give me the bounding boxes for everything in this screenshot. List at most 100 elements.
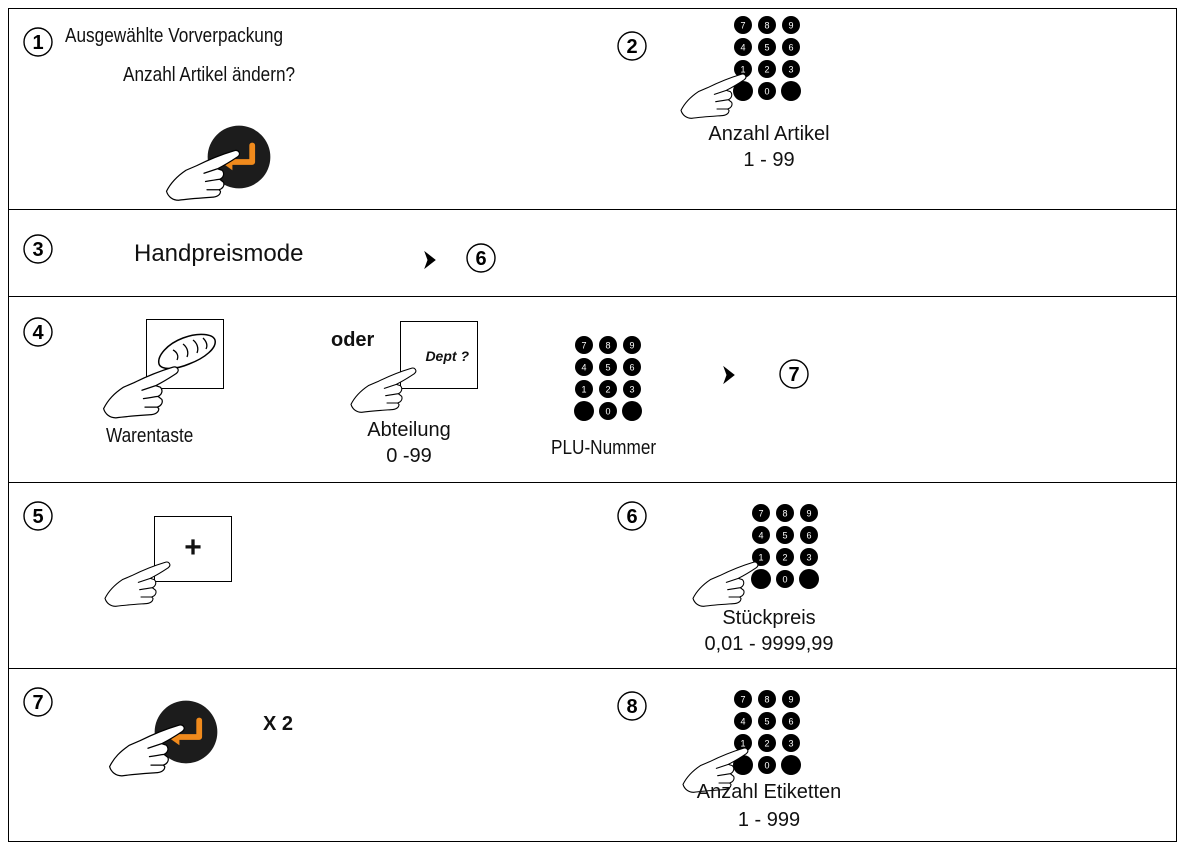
row-step-1: 1 Ausgewählte Vorverpackung Anzahl Artik…: [8, 8, 1177, 209]
keypad-key-5[interactable]: [758, 38, 776, 56]
keypad-blank-key[interactable]: [733, 81, 753, 101]
product-key[interactable]: [146, 319, 224, 389]
step-number-4: 4: [23, 317, 53, 347]
keypad-key-9[interactable]: [782, 690, 800, 708]
department-label: Abteilung: [367, 419, 451, 441]
keypad-key-7[interactable]: [575, 336, 593, 354]
hand-pointer-icon: [108, 724, 185, 777]
keypad-key-7[interactable]: [734, 690, 752, 708]
keypad-key-9[interactable]: [623, 336, 641, 354]
keypad-key-3[interactable]: [782, 60, 800, 78]
keypad-key-label: 0: [605, 407, 610, 417]
keypad-key-1[interactable]: [734, 734, 752, 752]
keypad-label: Anzahl Etiketten: [696, 781, 842, 803]
row-step-3: 3 Handpreismode 6: [8, 209, 1177, 296]
goto-step-6: 6: [466, 243, 496, 273]
plus-key[interactable]: +: [154, 516, 232, 582]
keypad-blank-key[interactable]: [799, 569, 819, 589]
keypad-key-label: 2: [764, 65, 769, 75]
department-range: 0 -99: [386, 445, 432, 467]
keypad-key-2[interactable]: [599, 380, 617, 398]
keypad-key-8[interactable]: [776, 504, 794, 522]
keypad-key-label: 1: [758, 553, 763, 563]
keypad-key-label: 3: [788, 65, 793, 75]
hand-pointer-icon: [692, 561, 759, 607]
keypad-key-8[interactable]: [599, 336, 617, 354]
keypad-key-5[interactable]: [599, 358, 617, 376]
keypad-key-6[interactable]: [782, 38, 800, 56]
keypad-key-2[interactable]: [776, 548, 794, 566]
keypad-key-6[interactable]: [623, 358, 641, 376]
keypad-key-label: 2: [782, 553, 787, 563]
keypad-key-label: 9: [806, 509, 811, 519]
keypad-key-8[interactable]: [758, 16, 776, 34]
keypad-key-1[interactable]: [752, 548, 770, 566]
keypad-key-5[interactable]: [758, 712, 776, 730]
step-number-8: 8: [617, 691, 647, 721]
keypad-key-label: 0: [764, 87, 769, 97]
keypad-blank-key[interactable]: [781, 755, 801, 775]
keypad-key-0[interactable]: [758, 82, 776, 100]
keypad-label: Stückpreis: [722, 607, 816, 629]
keypad-key-7[interactable]: [752, 504, 770, 522]
keypad-key-1[interactable]: [575, 380, 593, 398]
keypad-key-label: 9: [629, 341, 634, 351]
keypad-key-3[interactable]: [623, 380, 641, 398]
keypad-blank-key[interactable]: [574, 401, 594, 421]
keypad-key-label: 0: [782, 575, 787, 585]
keypad-key-0[interactable]: [758, 756, 776, 774]
keypad-key-label: 1: [740, 65, 745, 75]
step-number-7: 7: [23, 687, 53, 717]
repeat-count: X 2: [263, 713, 294, 735]
keypad-key-2[interactable]: [758, 734, 776, 752]
keypad-key-label: 0: [764, 761, 769, 771]
keypad-key-5[interactable]: [776, 526, 794, 544]
keypad-blank-key[interactable]: [622, 401, 642, 421]
keypad-key-label: 8: [764, 695, 769, 705]
keypad-blank-key[interactable]: [751, 569, 771, 589]
step-number-6: 6: [617, 501, 647, 531]
arrow-right-icon: [424, 250, 436, 270]
hand-pointer-icon: [165, 149, 241, 201]
svg-text:4: 4: [32, 322, 44, 344]
keypad-key-2[interactable]: [758, 60, 776, 78]
department-key[interactable]: Dept ?: [400, 321, 478, 389]
keypad-key-4[interactable]: [734, 712, 752, 730]
plu-label: PLU-Nummer: [551, 437, 657, 459]
keypad-blank-key[interactable]: [781, 81, 801, 101]
keypad-key-label: 8: [782, 509, 787, 519]
svg-text:7: 7: [32, 692, 43, 714]
keypad-key-label: 7: [740, 21, 745, 31]
prompt-line-2: Anzahl Artikel ändern?: [123, 64, 296, 86]
keypad-key-label: 6: [788, 43, 793, 53]
mode-title: Handpreismode: [134, 240, 304, 267]
keypad-blank-key[interactable]: [733, 755, 753, 775]
keypad-key-4[interactable]: [734, 38, 752, 56]
keypad-key-6[interactable]: [782, 712, 800, 730]
keypad-key-0[interactable]: [776, 570, 794, 588]
hand-pointer-icon: [350, 367, 417, 413]
keypad-key-label: 4: [758, 531, 763, 541]
keypad-key-1[interactable]: [734, 60, 752, 78]
keypad-key-3[interactable]: [800, 548, 818, 566]
keypad-key-3[interactable]: [782, 734, 800, 752]
keypad-key-label: 1: [581, 385, 586, 395]
keypad-key-9[interactable]: [782, 16, 800, 34]
keypad-key-6[interactable]: [800, 526, 818, 544]
keypad-key-7[interactable]: [734, 16, 752, 34]
keypad-key-4[interactable]: [575, 358, 593, 376]
prompt-line-1: Ausgewählte Vorverpackung: [65, 25, 284, 47]
keypad-key-4[interactable]: [752, 526, 770, 544]
hand-pointer-icon: [102, 366, 179, 419]
keypad-key-label: 6: [629, 363, 634, 373]
keypad-key-label: 6: [806, 531, 811, 541]
keypad-key-9[interactable]: [800, 504, 818, 522]
svg-text:6: 6: [626, 506, 637, 528]
keypad-key-0[interactable]: [599, 402, 617, 420]
keypad-key-label: 3: [629, 385, 634, 395]
keypad-key-8[interactable]: [758, 690, 776, 708]
